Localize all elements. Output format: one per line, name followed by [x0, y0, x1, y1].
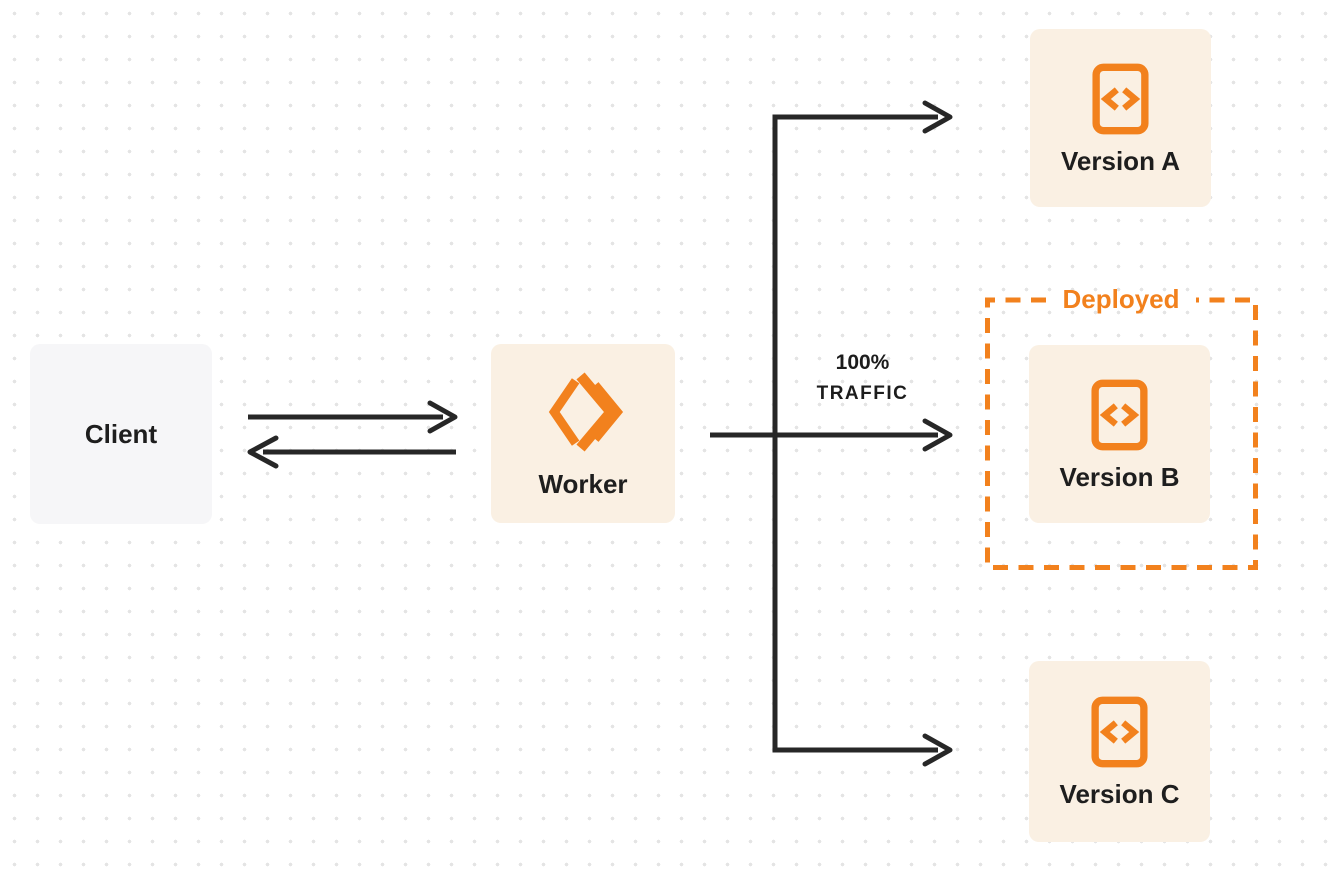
code-file-icon: [1092, 63, 1149, 135]
deployed-group-label: Deployed: [1062, 284, 1180, 314]
traffic-percent: 100%: [835, 351, 890, 374]
version-a-label: Version A: [1061, 145, 1180, 176]
cloudflare-workers-logo-icon: [542, 370, 624, 454]
arrowhead-left: [247, 435, 279, 469]
traffic-label: 100% TRAFFIC: [785, 352, 940, 403]
arrowhead-right: [922, 733, 953, 767]
arrowhead-right: [922, 418, 953, 452]
version-c-node: Version C: [1029, 661, 1210, 842]
version-b-node: Version B: [1029, 345, 1210, 523]
code-file-icon: [1091, 696, 1148, 768]
version-c-label: Version C: [1059, 779, 1180, 809]
arrowhead-right: [922, 100, 953, 134]
worker-node: Worker: [491, 344, 675, 523]
traffic-word: TRAFFIC: [816, 383, 909, 404]
branch-trunk: [772, 114, 938, 753]
worker-label: Worker: [538, 469, 628, 499]
version-b-label: Version B: [1059, 461, 1180, 492]
arrowhead-right: [427, 400, 458, 434]
code-file-icon: [1091, 379, 1148, 451]
client-label: Client: [84, 419, 158, 449]
client-node: Client: [30, 344, 212, 524]
version-a-node: Version A: [1030, 29, 1211, 207]
